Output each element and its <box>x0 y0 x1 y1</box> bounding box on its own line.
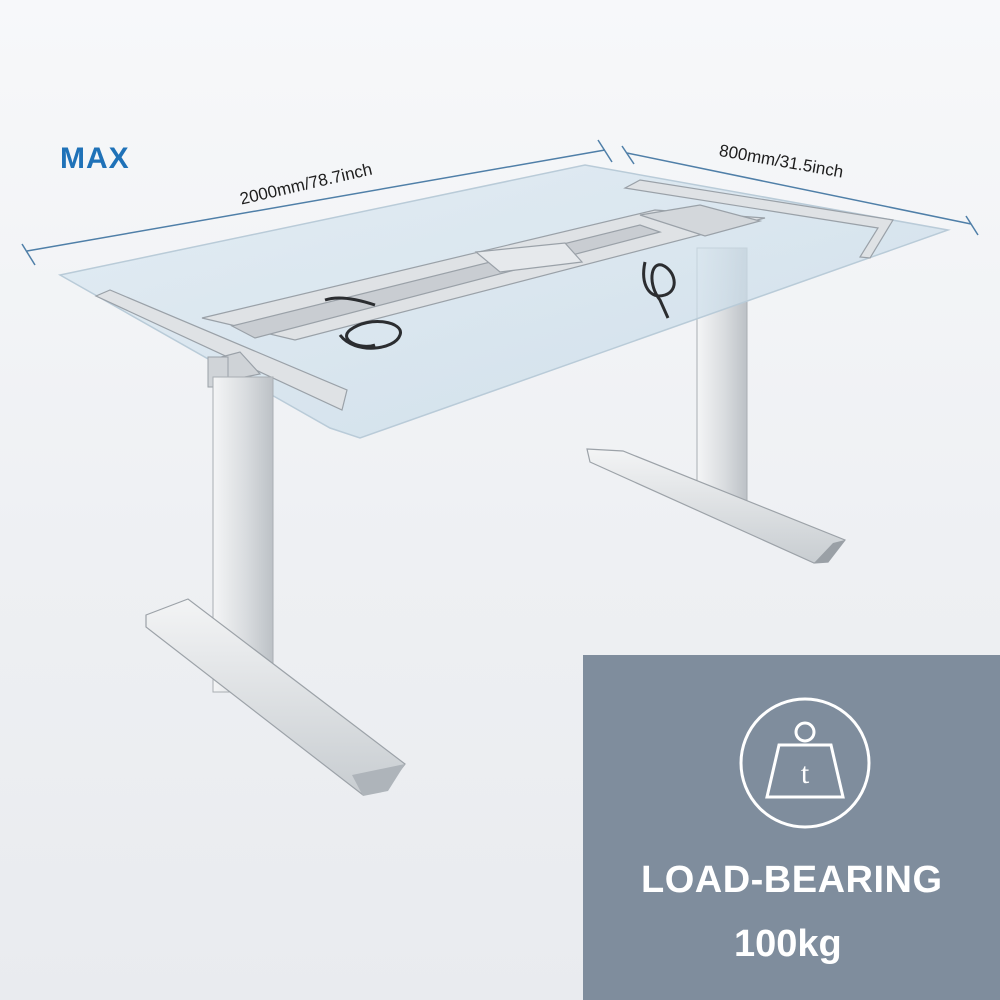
load-bearing-value: 100kg <box>734 923 842 965</box>
dimension-lines <box>21 139 979 266</box>
max-label: MAX <box>60 142 130 175</box>
load-bearing-title: LOAD-BEARING <box>641 859 943 901</box>
cables <box>324 261 676 350</box>
front-leg <box>145 356 406 796</box>
weight-icon: t <box>739 697 871 829</box>
load-bearing-panel: t LOAD-BEARING 100kg <box>583 655 1000 1000</box>
desk-frame <box>94 179 894 411</box>
glass-desktop <box>57 164 951 439</box>
weight-icon-letter: t <box>801 757 810 790</box>
